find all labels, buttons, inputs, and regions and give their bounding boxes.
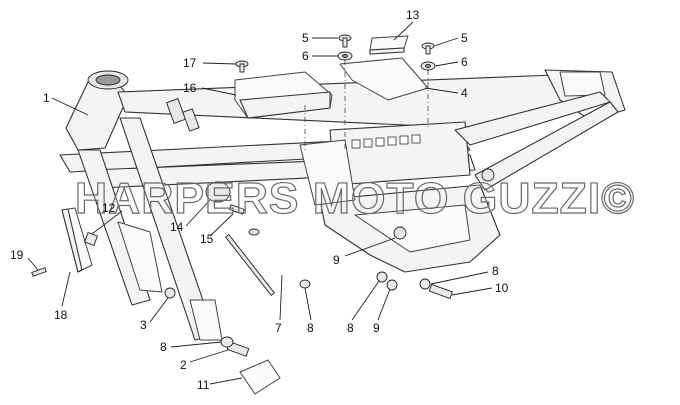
label-6-right: 6 <box>461 55 468 69</box>
label-17: 17 <box>183 56 197 70</box>
label-10: 10 <box>495 281 509 295</box>
footrest-11 <box>239 359 281 395</box>
nut-9-left <box>376 271 388 283</box>
nut-3 <box>164 287 176 299</box>
label-5-left: 5 <box>302 31 309 45</box>
label-3: 3 <box>140 318 147 332</box>
label-4: 4 <box>461 86 468 100</box>
long-bolt-7 <box>225 228 275 297</box>
label-19: 19 <box>10 248 24 262</box>
label-5-right: 5 <box>461 31 468 45</box>
label-8-lower: 8 <box>347 321 354 335</box>
label-2: 2 <box>180 358 187 372</box>
label-11: 11 <box>197 378 210 392</box>
label-8-bolt7: 8 <box>307 321 314 335</box>
watermark: HARPERS MOTO GUZZI© <box>75 174 635 223</box>
label-8-bolt2: 8 <box>160 340 167 354</box>
rubber-14 <box>205 181 231 203</box>
label-9-lower: 9 <box>373 321 380 335</box>
label-12: 12 <box>102 201 116 215</box>
label-1: 1 <box>43 91 50 105</box>
label-18: 18 <box>54 308 68 322</box>
pad-13 <box>369 35 409 55</box>
nut-9-right <box>386 279 398 291</box>
label-13: 13 <box>406 8 420 22</box>
washer-6-left <box>337 51 353 61</box>
label-7: 7 <box>275 321 282 335</box>
screw-19 <box>31 267 47 277</box>
washer-8-bolt10 <box>419 278 431 290</box>
screw-5-right <box>421 42 435 55</box>
crossmember-slots <box>351 134 421 149</box>
seat-tray-16 <box>234 71 333 119</box>
nut-8-bolt7 <box>299 279 311 289</box>
label-14: 14 <box>170 220 184 234</box>
washer-6-right <box>420 61 436 71</box>
nut-12 <box>84 232 98 246</box>
label-8-right: 8 <box>492 264 499 278</box>
washer-8-bolt2 <box>220 336 234 348</box>
main-frame <box>59 69 626 341</box>
screw-15 <box>228 204 245 215</box>
leader-lines <box>27 21 493 385</box>
bolt-10 <box>428 283 453 300</box>
label-9-upper: 9 <box>333 253 340 267</box>
label-15: 15 <box>200 232 214 246</box>
bolt-17 <box>235 60 249 73</box>
screw-5-left <box>338 34 352 48</box>
guard-18 <box>61 207 93 273</box>
part-labels: 1 17 16 5 6 13 5 6 4 12 19 18 14 15 7 8 … <box>10 8 509 392</box>
cover-plate-4 <box>339 57 429 101</box>
label-6-left: 6 <box>302 49 309 63</box>
label-16: 16 <box>183 81 197 95</box>
